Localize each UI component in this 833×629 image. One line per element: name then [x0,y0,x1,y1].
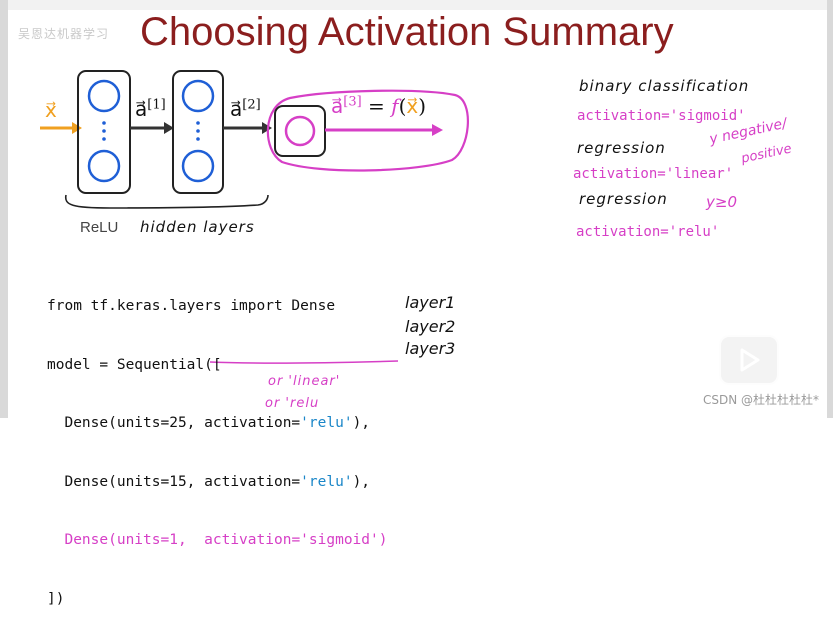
code-dense2-relu: 'relu' [300,473,353,490]
input-x-label: x⃗ [45,98,57,122]
code-dense3-args: Dense(units=1, [47,532,205,548]
x-inner: x⃗ [406,94,419,118]
binary-activation-code: activation='sigmoid' [577,108,746,124]
a2-superscript: [2] [242,97,261,113]
code-line-import: from tf.keras.layers import Dense [47,298,336,314]
layer1-neuron-top [87,79,121,113]
paren-close: ) [418,94,427,118]
layer1-dot [102,121,106,125]
alternative-relu: or 'relu [265,396,320,411]
a3-symbol: a⃗ [331,94,344,118]
code-dense2-close: ), [352,473,371,490]
output-box [274,105,326,157]
course-watermark: 吴恩达机器学习 [18,27,110,41]
layer1-dot [102,129,106,133]
layer1-annotation: layer1 [405,293,456,312]
layer1-box [77,70,131,194]
equals-sign: = [368,94,385,118]
code-dense1-relu: 'relu' [300,415,353,431]
play-icon [740,348,760,372]
output-arrowhead [432,124,443,136]
a2-arrowhead [262,122,272,134]
code-line-dense3: Dense(units=1, activation='sigmoid') [47,531,387,551]
slide-title: Choosing Activation Summary [140,10,674,54]
relu-caption: ReLU [80,219,119,236]
hidden-layers-bracket [64,194,269,209]
layer2-dot [196,137,200,141]
input-arrowhead [72,122,82,134]
code-block: from tf.keras.layers import Dense model … [47,258,387,629]
code-line-dense1: Dense(units=25, activation='relu'), [47,414,387,434]
layer2-dot [196,129,200,133]
regression-label-2: regression [579,190,668,208]
a1-symbol: a⃗ [135,97,148,121]
a3-superscript: [3] [343,94,362,110]
video-play-button[interactable] [719,335,779,385]
top-frame [0,0,833,10]
alternative-linear: or 'linear' [268,374,341,389]
hidden-layers-caption: hidden layers [140,218,255,236]
layer2-neuron-top [181,79,215,113]
layer2-dot [196,121,200,125]
regression-note-nonnegative: y≥0 [706,193,737,211]
layer3-annotation: layer3 [405,339,456,358]
a1-superscript: [1] [147,97,166,113]
regression-note-positive: positive [740,141,794,167]
output-neuron [284,115,316,147]
a2-symbol: a⃗ [230,97,243,121]
csdn-credit: CSDN @杜杜杜杜杜* [702,393,819,407]
layer2-neuron-bottom [181,149,215,183]
code-dense2-args: Dense(units=15, activation= [47,473,301,490]
paren-open: ( [398,94,407,118]
left-frame [0,0,8,418]
a2-label: a⃗[2] [230,97,261,121]
layer1-dot [102,137,106,141]
linear-activation-code: activation='linear' [573,166,734,182]
code-dense3-close: ) [378,532,388,548]
a1-label: a⃗[1] [135,97,166,121]
layer1-neuron-bottom [87,149,121,183]
output-equation: a⃗[3] = f(x⃗) [331,94,426,118]
right-frame [827,0,833,418]
code-line-dense2: Dense(units=15, activation='relu'), [47,473,387,493]
layer2-box [172,70,224,194]
code-dense1-close: ), [352,415,371,431]
a1-arrowhead [164,122,174,134]
code-line-model: model = Sequential([ [47,356,222,373]
code-dense3-sigmoid: activation='sigmoid' [204,532,379,548]
regression-label-1: regression [577,139,666,157]
layer2-annotation: layer2 [405,317,456,336]
code-line-end: ]) [47,590,65,607]
binary-classification-label: binary classification [579,77,750,95]
code-dense1-args: Dense(units=25, activation= [47,415,301,431]
f-symbol: f [391,94,399,118]
relu-activation-code: activation='relu' [576,224,720,240]
